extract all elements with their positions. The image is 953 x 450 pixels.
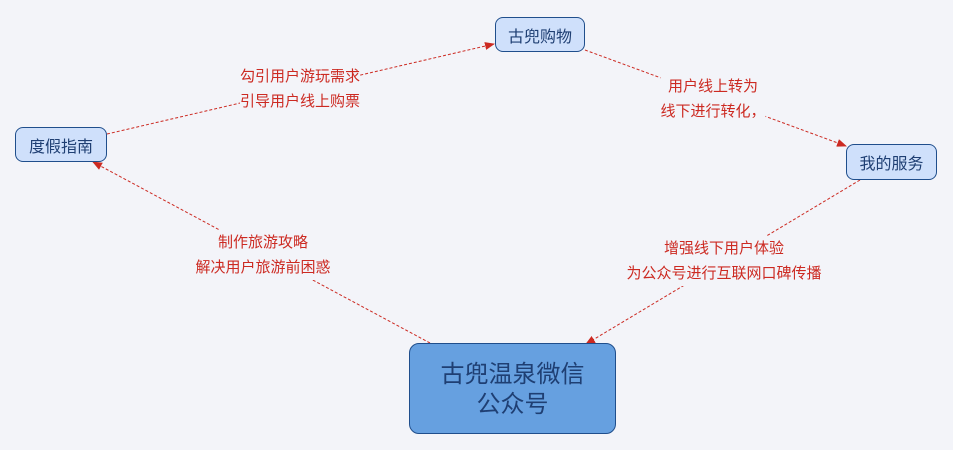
edge-label-line: 线下进行转化， bbox=[660, 102, 766, 120]
edge-label-shop-to-service: 用户线上转为 线下进行转化， bbox=[660, 74, 766, 124]
edge-label-line: 解决用户旅游前困惑 bbox=[195, 258, 331, 276]
node-shop[interactable]: 古兜购物 bbox=[495, 17, 585, 52]
edge-shop-to-service bbox=[584, 49, 847, 147]
node-guide[interactable]: 度假指南 bbox=[15, 127, 107, 162]
edge-label-main-to-guide: 制作旅游攻略 解决用户旅游前困惑 bbox=[195, 230, 331, 280]
edge-label-guide-to-shop: 勾引用户游玩需求 引导用户线上购票 bbox=[239, 64, 361, 114]
edge-label-line: 为公众号进行互联网口碑传播 bbox=[626, 264, 822, 282]
edge-label-line: 增强线下用户体验 bbox=[663, 239, 785, 257]
edge-label-line: 勾引用户游玩需求 bbox=[239, 67, 361, 85]
edge-guide-to-shop bbox=[106, 42, 495, 135]
main-node-line: 公众号 bbox=[476, 389, 549, 418]
edge-label-line: 引导用户线上购票 bbox=[239, 92, 361, 110]
node-service[interactable]: 我的服务 bbox=[846, 144, 937, 180]
node-main-wechat[interactable]: 古兜温泉微信 公众号 bbox=[409, 343, 616, 434]
edge-label-service-to-main: 增强线下用户体验 为公众号进行互联网口碑传播 bbox=[626, 236, 822, 286]
edge-label-line: 用户线上转为 bbox=[667, 77, 759, 95]
edge-label-line: 制作旅游攻略 bbox=[217, 233, 309, 251]
main-node-line: 古兜温泉微信 bbox=[440, 359, 585, 388]
edge-service-to-main bbox=[585, 179, 861, 345]
